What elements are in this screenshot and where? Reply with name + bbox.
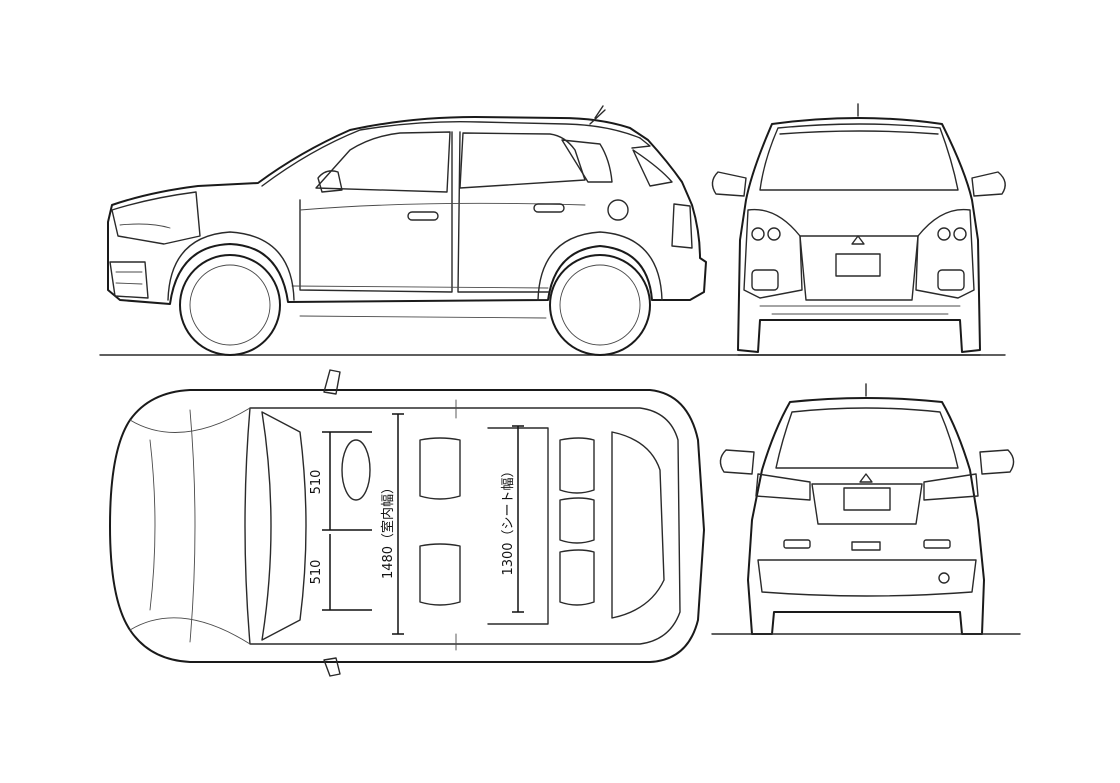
tailgate-panel: [811, 483, 923, 525]
right-mirror: [971, 171, 1006, 197]
headlamp-line: [119, 223, 171, 229]
left-mirror: [711, 171, 747, 197]
rear-glass-top: [611, 431, 665, 619]
exhaust: [938, 572, 950, 584]
front-arch: [167, 231, 295, 301]
rear-seat-2: [559, 497, 595, 544]
rear-reflector-right: [923, 539, 951, 549]
front-grille: [799, 235, 919, 301]
side-body-outline: [107, 116, 707, 305]
rear-left-lamp: [755, 473, 811, 501]
rear-right-mirror: [979, 449, 1015, 475]
front-seat-lower: [419, 543, 461, 606]
spoiler: [631, 137, 651, 149]
rear-right-lamp: [923, 473, 979, 501]
left-lamp-lens-2: [767, 227, 781, 241]
top-mirror-lower: [323, 657, 341, 677]
right-lamp-lens: [937, 227, 951, 241]
dim-label-1300: 1300（シート幅）: [501, 464, 516, 575]
rear-plate: [843, 487, 891, 511]
rear-door: [457, 131, 549, 293]
side-view: [99, 105, 1006, 356]
front-view: [711, 103, 1006, 356]
roof-outline: [244, 407, 681, 645]
rear-rim: [559, 264, 641, 346]
sill-line: [291, 285, 549, 289]
tail-lamp: [671, 203, 693, 249]
right-lamp-lens-2: [953, 227, 967, 241]
fuel-cap: [607, 199, 629, 221]
front-window: [315, 131, 451, 193]
side-mirror: [317, 170, 343, 193]
rear-door-handle: [533, 203, 565, 213]
front-plate: [835, 253, 881, 277]
rear-reflector-left: [783, 539, 811, 549]
front-door-handle: [407, 211, 439, 221]
dim-label-1480: 1480（室内幅）: [380, 481, 396, 579]
windshield: [759, 123, 959, 191]
roof-rail: [261, 120, 641, 187]
rear-seat-3: [559, 549, 595, 606]
dim-label-510-upper: 510: [309, 470, 324, 495]
rear-seat-1: [559, 437, 595, 494]
roof-edge: [779, 130, 939, 135]
front-lower-lip: [759, 305, 961, 315]
rear-view: [711, 383, 1021, 635]
rear-emblem: [859, 473, 873, 483]
front-rim: [189, 264, 271, 346]
rear-left-mirror: [719, 449, 755, 475]
quarter-window: [561, 139, 613, 183]
left-lamp-lens: [751, 227, 765, 241]
rear-bumper: [757, 559, 977, 597]
left-foglamp: [751, 269, 779, 291]
rear-window: [459, 132, 586, 189]
rear-body-outline: [747, 397, 985, 635]
front-door: [299, 131, 453, 293]
right-foglamp: [937, 269, 965, 291]
rear-wheel: [549, 254, 651, 356]
dim-label-510-lower: 510: [309, 560, 324, 585]
bumper-slats: [115, 271, 143, 285]
top-view: 510 510 1480（室内幅） 1300（シート幅）: [109, 369, 705, 677]
rear-bumper-plate: [851, 541, 881, 551]
right-headlamp: [915, 208, 975, 299]
top-mirror-upper: [323, 369, 341, 395]
front-bumper-vent: [109, 261, 149, 299]
headlamp-area: [111, 191, 201, 245]
front-seat-upper: [419, 437, 461, 500]
hood-creases: [149, 409, 196, 643]
steering-wheel: [341, 439, 371, 501]
front-emblem: [851, 235, 865, 245]
rear-glass: [632, 149, 673, 187]
side-skirt: [299, 315, 547, 319]
rear-window-glass: [775, 407, 959, 469]
front-body-outline: [737, 117, 981, 353]
windshield-top: [261, 411, 307, 641]
left-headlamp: [743, 208, 803, 299]
antenna: [589, 105, 606, 125]
front-wheel: [179, 254, 281, 356]
rear-arch: [537, 231, 663, 301]
hood-lines: [129, 407, 251, 645]
